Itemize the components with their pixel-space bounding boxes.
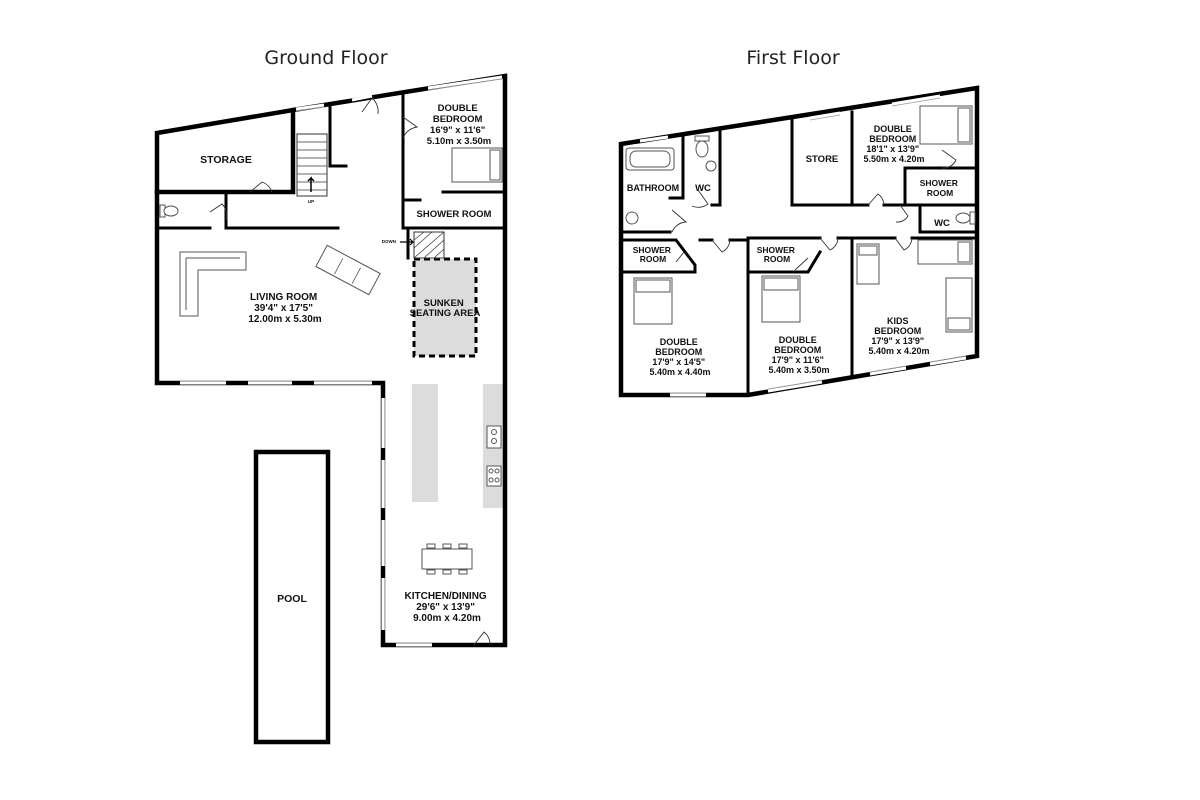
toilet-icon	[159, 204, 179, 218]
toilet-icon	[694, 135, 717, 172]
kitchen-island	[412, 384, 438, 502]
room-label-living-room: LIVING ROOM 39'4" x 17'5" 12.00m x 5.30m	[248, 292, 321, 325]
room-label-wc: WC	[695, 183, 711, 194]
bed-icon	[919, 105, 973, 145]
sink-icon	[486, 425, 502, 449]
sunken-area-floor	[414, 259, 476, 356]
bed-icon	[451, 147, 503, 183]
bathtub-icon	[625, 147, 675, 171]
sofa-icon	[179, 251, 247, 317]
room-label-double-bedroom: DOUBLE BEDROOM 17'9" x 14'5" 5.40m x 4.4…	[649, 337, 710, 377]
room-label-kids-bedroom: KIDS BEDROOM 17'9" x 13'9" 5.40m x 4.20m	[868, 316, 929, 356]
room-label-double-bedroom: DOUBLE BEDROOM 17'9" x 11'6" 5.40m x 3.5…	[768, 335, 829, 375]
bed-icon	[945, 277, 973, 333]
first-floor-title: First Floor	[746, 47, 839, 69]
room-label-double-bedroom: DOUBLE BEDROOM 16'9" x 11'6" 5.10m x 3.5…	[427, 103, 491, 147]
toilet-icon	[955, 211, 976, 225]
room-label-wc: WC	[934, 218, 950, 229]
bed-icon	[856, 243, 880, 285]
room-label-kitchen-dining: KITCHEN/DINING 29'6" x 13'9" 9.00m x 4.2…	[404, 591, 489, 624]
sink-icon	[625, 211, 639, 225]
room-label-bathroom: BATHROOM	[627, 183, 679, 193]
room-label-shower-room: SHOWER ROOM	[633, 245, 674, 264]
pool-outline	[253, 449, 331, 745]
bath-wc-wall	[668, 132, 685, 200]
room-label-sunken-seating: SUNKEN SEATING AREA	[410, 298, 481, 319]
room-label-store: STORE	[806, 154, 839, 165]
dining-table-icon	[421, 543, 473, 575]
ground-outer-wall	[154, 73, 508, 648]
room-label-shower-room: SHOWER ROOM	[920, 178, 961, 198]
room-label-pool: POOL	[277, 593, 307, 605]
first-outer-wall	[618, 85, 980, 398]
stair-up-label: UP	[308, 199, 314, 204]
bedroom-walls	[401, 92, 507, 230]
storage-walls	[154, 107, 296, 195]
room-label-shower-room: SHOWER ROOM	[417, 209, 492, 220]
ground-floor-title: Ground Floor	[264, 47, 387, 69]
room-label-storage: STORAGE	[200, 154, 252, 166]
sunken-area-outline	[412, 257, 478, 358]
staircase-down	[400, 231, 445, 259]
room-label-double-bedroom: DOUBLE BEDROOM 18'1" x 13'9" 5.50m x 4.2…	[863, 124, 924, 164]
bed-icon	[633, 277, 673, 325]
first-floor-plan: BATHROOM WC STORE DOUBLE BEDROOM 18'1" x…	[618, 85, 980, 398]
hob-icon	[486, 465, 502, 487]
staircase-up	[296, 133, 328, 197]
room-label-shower-room: SHOWER ROOM	[757, 245, 798, 264]
ground-floor-plan: UP DOWN	[154, 73, 508, 745]
bed-icon	[917, 239, 973, 265]
sofa-icon	[315, 244, 381, 296]
stair-down-label: DOWN	[382, 239, 396, 244]
bed-icon	[761, 275, 801, 323]
